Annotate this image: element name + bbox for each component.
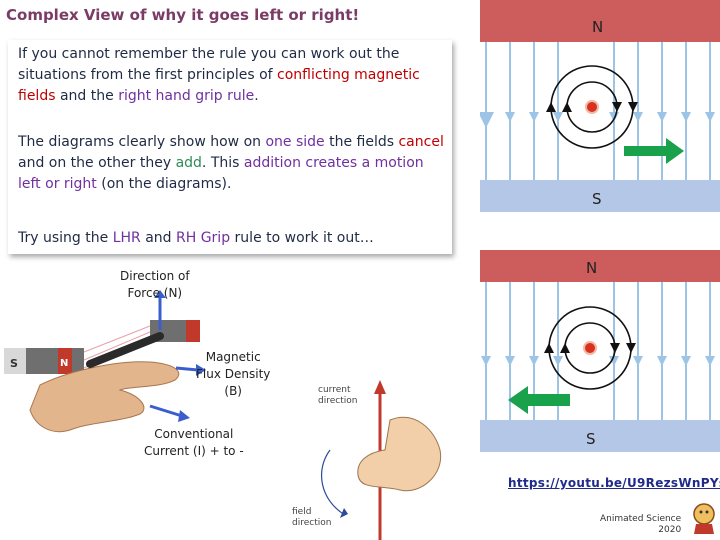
bottom-force-arrow: [508, 386, 570, 414]
grip-field-label-1: field: [292, 507, 311, 517]
grip-current-label-2: direction: [318, 396, 357, 406]
top-diagram: N S: [480, 0, 720, 212]
bottom-south-label: S: [586, 430, 596, 448]
intro-paragraph: If you cannot remember the rule you can …: [18, 46, 420, 104]
page-title: Complex View of why it goes left or righ…: [6, 6, 360, 24]
bottom-diagram: N S: [480, 250, 720, 452]
top-north-label: N: [592, 18, 603, 36]
bottom-south-pole: [480, 420, 720, 452]
try-paragraph: Try using the LHR and RH Grip rule to wo…: [18, 230, 374, 246]
right-hand-grip-illustration: current direction field direction: [292, 380, 442, 540]
top-field-lines: [480, 42, 711, 180]
top-south-pole: [480, 180, 720, 212]
cartoon-logo-icon: [693, 503, 715, 534]
video-link[interactable]: https://youtu.be/U9RezsWnPYs: [508, 476, 720, 490]
grip-field-curve: [321, 449, 346, 516]
grip-hand-shape: [357, 416, 442, 492]
hand-magnet-n-label: N: [60, 358, 68, 369]
field-diagrams: N S N S: [480, 0, 720, 452]
bottom-circle-arrowheads: [544, 343, 636, 353]
bottom-wire-dot: [583, 341, 597, 355]
hand-magnet-left: S N: [4, 348, 84, 374]
bottom-north-label: N: [586, 259, 597, 277]
flux-direction-arrow: [175, 366, 199, 372]
top-force-arrow: [624, 138, 684, 164]
left-hand-rule-illustration: S N: [4, 290, 206, 433]
top-wire-dot: [585, 100, 599, 114]
hand-magnet-s-label: S: [10, 357, 18, 370]
diagrams-paragraph: The diagrams clearly show how on one sid…: [18, 134, 444, 192]
grip-field-label-2: direction: [292, 518, 331, 528]
top-circle-arrowheads: [546, 102, 638, 112]
bottom-north-pole: [480, 250, 720, 282]
bottom-field-arrowheads: [481, 356, 715, 366]
hand-shape: [29, 361, 180, 433]
hand-conductor-rod: [86, 332, 164, 368]
grip-current-label-1: current: [318, 385, 351, 395]
current-direction-arrow: [149, 404, 183, 418]
top-south-label: S: [592, 190, 602, 208]
top-field-arrowheads: [481, 112, 715, 122]
top-north-pole: [480, 0, 720, 42]
explanation-box: If you cannot remember the rule you can …: [8, 40, 452, 254]
